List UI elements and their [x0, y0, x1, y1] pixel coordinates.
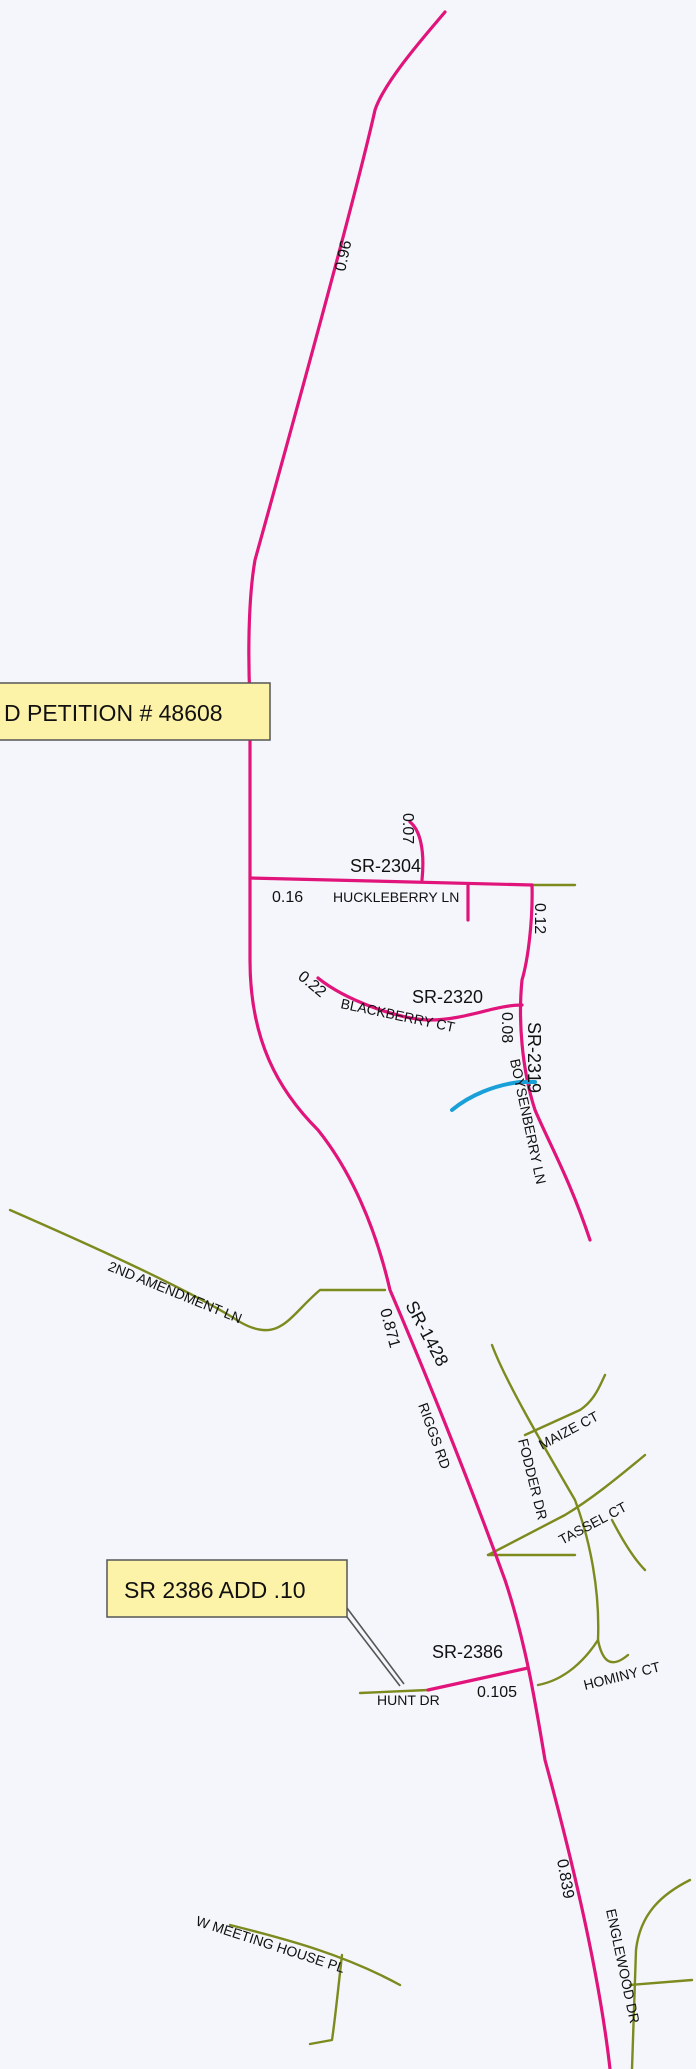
- sr-2320-label: SR-2320: [412, 987, 483, 1007]
- sr-1428-riggs-rd-road: [247, 10, 612, 2069]
- riggs-rd-label: RIGGS RD: [415, 1401, 454, 1472]
- second-amendment-ln-road: [8, 1208, 387, 1332]
- length-huckleberry: 0.16: [272, 889, 303, 906]
- petition-callout-text: D PETITION # 48608: [4, 700, 223, 726]
- hominy-ct-label: HOMINY CT: [582, 1658, 662, 1693]
- length-huckleberry-stub: 0.07: [399, 813, 416, 844]
- tassel-ct-label: TASSEL CT: [556, 1498, 630, 1547]
- fodder-dr-road: [490, 1343, 630, 1664]
- length-hunt: 0.105: [477, 1684, 517, 1701]
- tassel-ct-road: [486, 1453, 647, 1572]
- sr-2319-label: SR-2319: [524, 1022, 544, 1093]
- sr-2386-hunt-dr-road: [426, 1666, 530, 1692]
- sr2386-add-callout: SR 2386 ADD .10: [106, 1559, 348, 1618]
- sr2386-add-callout-text: SR 2386 ADD .10: [124, 1577, 306, 1603]
- maize-ct-road: [523, 1373, 607, 1437]
- w-meeting-house-pl-label: W MEETING HOUSE PL: [194, 1913, 347, 1976]
- englewood-dr-road: [628, 1878, 694, 2069]
- hunt-dr-road: [358, 1688, 430, 1695]
- added-segment-road: [450, 1080, 537, 1112]
- huckleberry-ln-label: HUCKLEBERRY LN: [333, 889, 459, 905]
- huckleberry-north-stub-road: [408, 820, 470, 922]
- length-riggs-south: 0.839: [553, 1858, 577, 1900]
- englewood-dr-label: ENGLEWOOD DR: [603, 1907, 643, 2024]
- hunt-dr-label: HUNT DR: [377, 1692, 440, 1708]
- sr-2304-huckleberry-ln-road: [248, 876, 534, 887]
- length-blackberry: 0.22: [294, 968, 329, 1001]
- w-meeting-house-pl-road: [228, 1923, 402, 2046]
- length-north-segment: 0.96: [332, 239, 355, 273]
- length-boysenberry: 0.08: [498, 1012, 515, 1043]
- sr-2386-label: SR-2386: [432, 1642, 503, 1662]
- length-sr2319-north: 0.12: [531, 903, 548, 934]
- sr-2320-blackberry-ct-road: [316, 976, 524, 1022]
- sr-2304-label: SR-2304: [350, 856, 421, 876]
- petition-callout: D PETITION # 48608: [0, 682, 271, 741]
- sr2386-callout-leader: [346, 1607, 405, 1687]
- second-amendment-ln-label: 2ND AMENDMENT LN: [106, 1258, 244, 1326]
- sr-2319-boysenberry-ln-road: [518, 883, 592, 1242]
- hominy-ct-road: [536, 1638, 600, 1687]
